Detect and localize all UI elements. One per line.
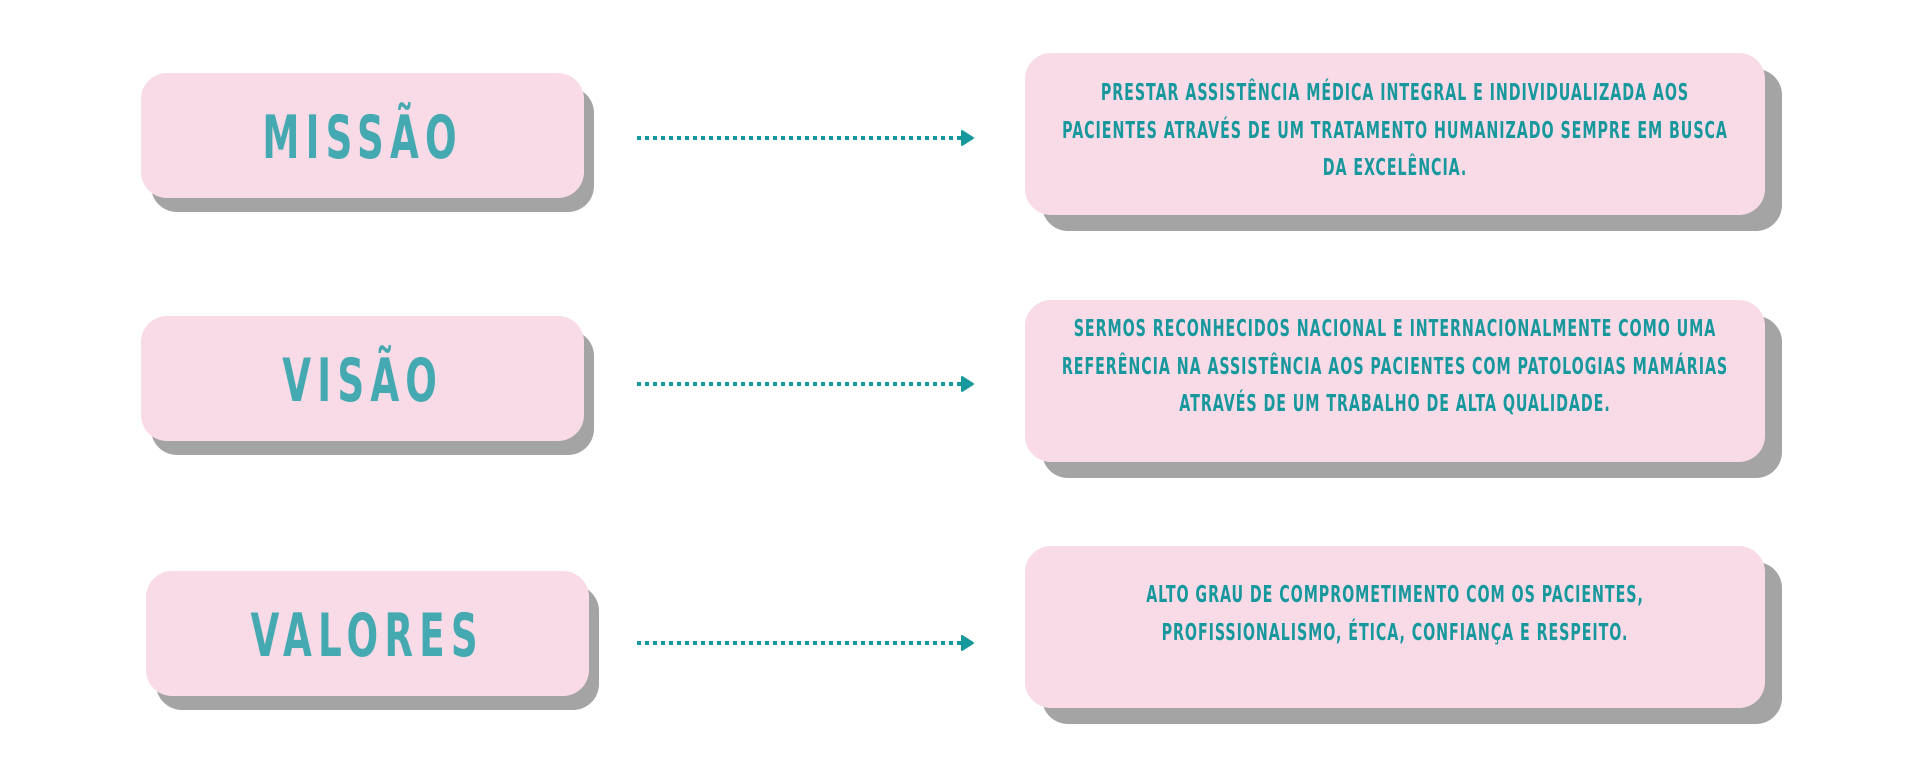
missao-description-box: PRESTAR ASSISTÊNCIA MÉDICA INTEGRAL E IN… xyxy=(1025,53,1765,215)
valores-label: VALORES xyxy=(250,600,485,671)
arrow-head xyxy=(961,130,974,146)
missao-label-box: MISSÃO xyxy=(141,73,584,198)
valores-label-box: VALORES xyxy=(146,571,589,696)
arrow-head xyxy=(961,376,974,392)
missao-label: MISSÃO xyxy=(262,102,463,173)
visao-arrow-icon xyxy=(636,374,976,394)
visao-label-box: VISÃO xyxy=(141,316,584,441)
arrow-head xyxy=(961,635,974,651)
visao-description: SERMOS RECONHECIDOS NACIONAL E INTERNACI… xyxy=(1061,316,1729,417)
valores-arrow-icon xyxy=(636,633,976,653)
valores-description: ALTO GRAU DE COMPROMETIMENTO COM OS PACI… xyxy=(1146,582,1644,646)
valores-description-box: ALTO GRAU DE COMPROMETIMENTO COM OS PACI… xyxy=(1025,546,1765,708)
missao-arrow-icon xyxy=(636,128,976,148)
missao-description: PRESTAR ASSISTÊNCIA MÉDICA INTEGRAL E IN… xyxy=(1062,80,1728,181)
visao-description-box: SERMOS RECONHECIDOS NACIONAL E INTERNACI… xyxy=(1025,300,1765,462)
visao-label: VISÃO xyxy=(282,345,443,416)
